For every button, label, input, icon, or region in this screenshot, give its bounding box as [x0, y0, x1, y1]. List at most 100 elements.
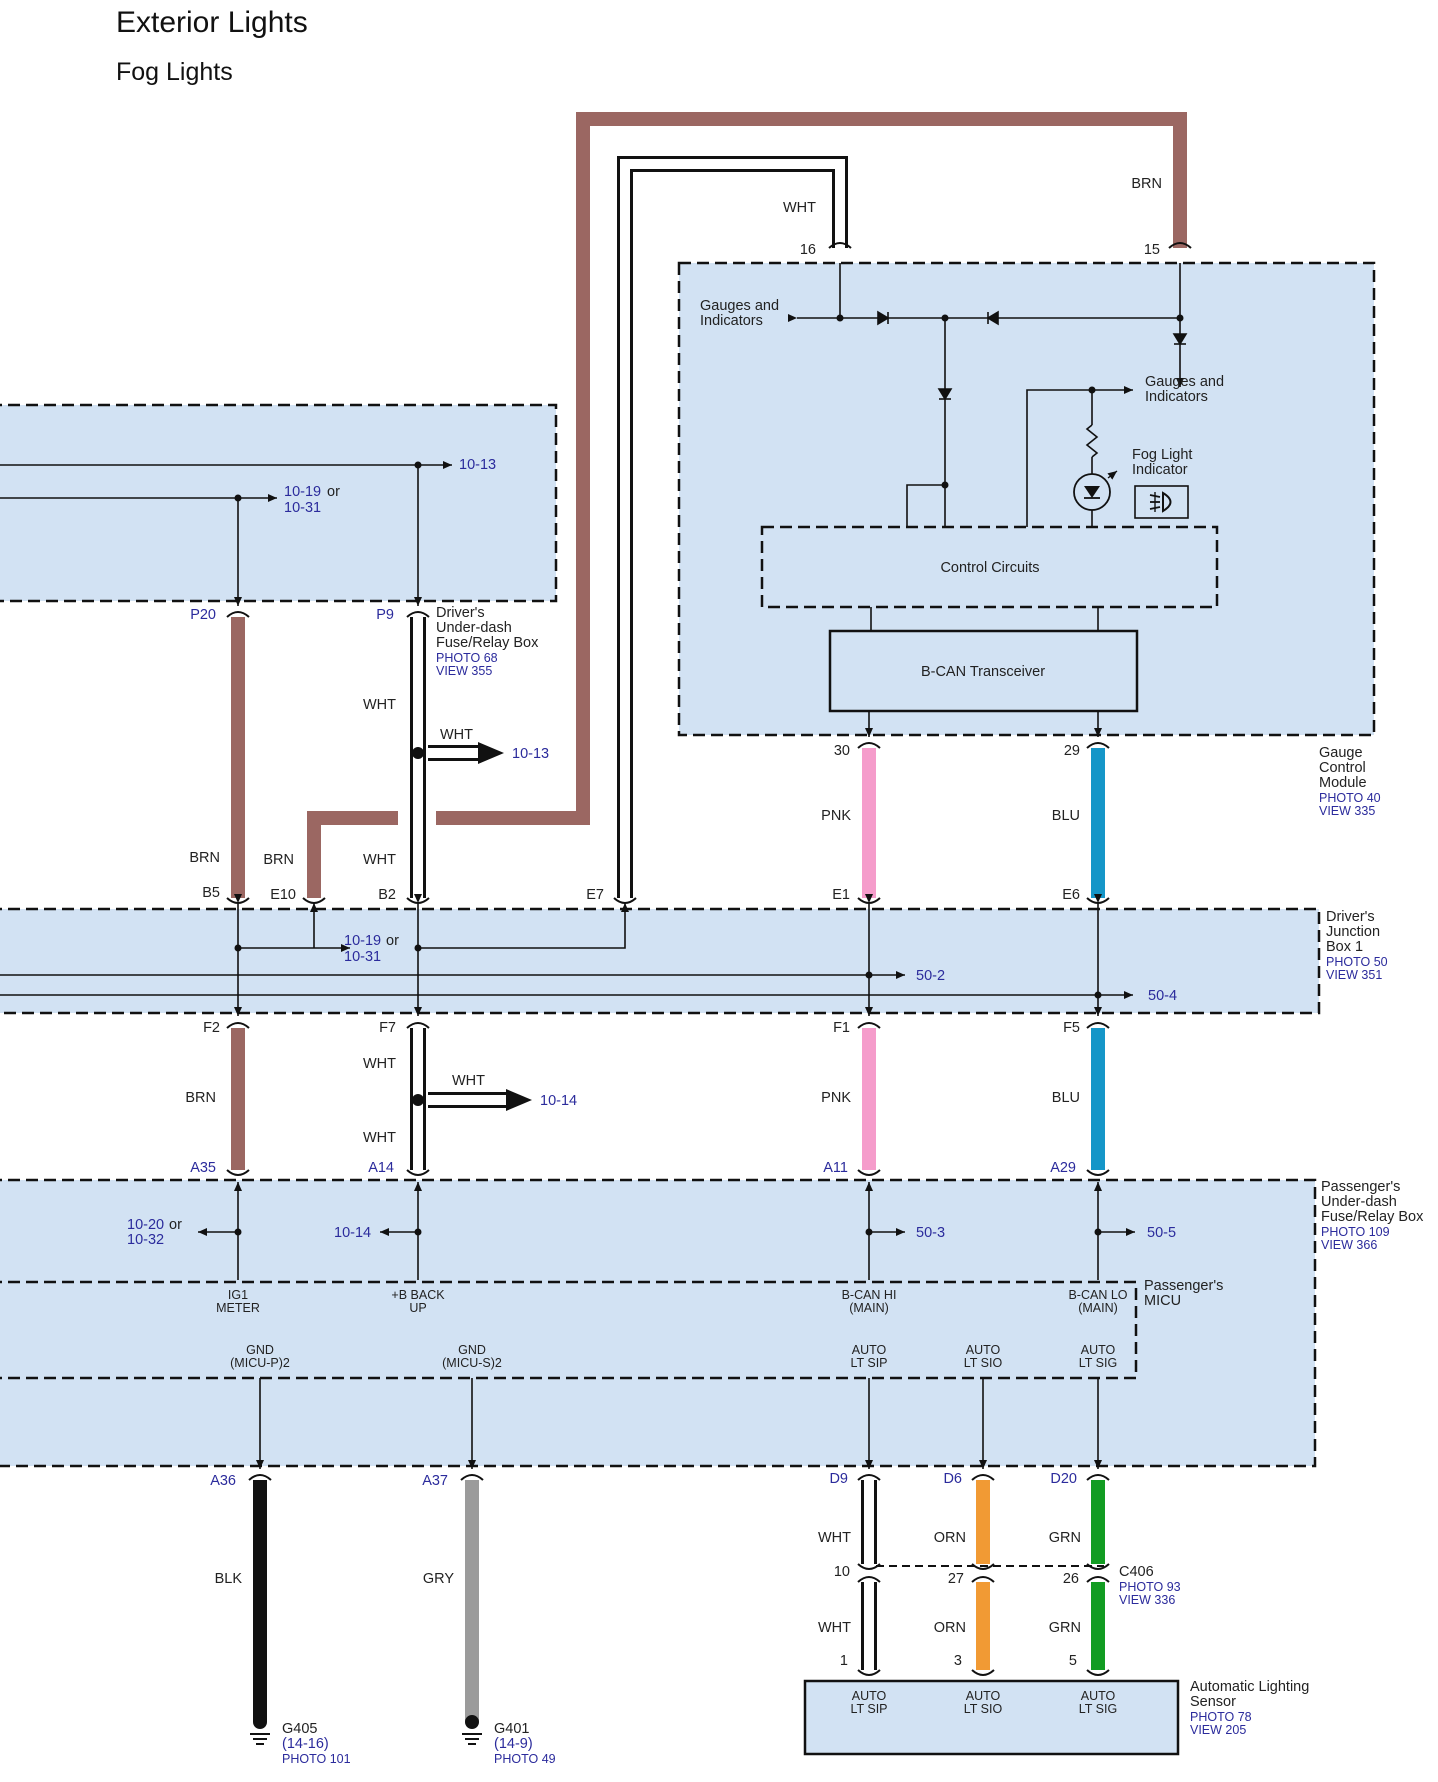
junction-box-name: Junction: [1326, 924, 1380, 940]
sensor-name: Sensor: [1190, 1694, 1236, 1710]
junction-box-photo[interactable]: PHOTO 50: [1326, 955, 1388, 969]
gauge-module-photo[interactable]: PHOTO 40: [1319, 791, 1381, 805]
pin-label: P20: [190, 607, 216, 623]
driver-fuse-view[interactable]: VIEW 355: [436, 664, 492, 678]
wire-wht-p9-b2: [410, 617, 504, 898]
wire-brn-e10-gauge: [307, 112, 1187, 898]
wire-color-label: BLU: [1052, 808, 1080, 824]
passenger-micu-box: [0, 1280, 1138, 1380]
ref-link[interactable]: 10-19: [344, 933, 381, 949]
ref-link[interactable]: 10-13: [459, 457, 496, 473]
c406-view[interactable]: VIEW 336: [1119, 1593, 1175, 1607]
terminal-label: (MAIN): [1078, 1301, 1118, 1315]
sensor-terminal-label: AUTO: [1081, 1689, 1116, 1703]
pass-fuse-view[interactable]: VIEW 366: [1321, 1238, 1377, 1252]
pin-label: 16: [800, 242, 816, 258]
ref-link[interactable]: 50-5: [1147, 1225, 1176, 1241]
ref-link[interactable]: 50-2: [916, 968, 945, 984]
ref-link[interactable]: 10-14: [540, 1093, 577, 1109]
pass-fuse-name: Passenger's: [1321, 1179, 1400, 1195]
wire-color-label: BRN: [263, 852, 294, 868]
pin-label: 30: [834, 743, 850, 759]
wire-color-label: PNK: [821, 1090, 851, 1106]
gauge-module-name: Module: [1319, 775, 1367, 791]
sensor-photo[interactable]: PHOTO 78: [1190, 1710, 1252, 1724]
wire-color-label: WHT: [363, 1130, 396, 1146]
terminal-label: (MAIN): [849, 1301, 889, 1315]
driver-fuse-name: Fuse/Relay Box: [436, 635, 539, 651]
pin-label: E7: [586, 887, 604, 903]
pin-label: F5: [1063, 1020, 1080, 1036]
ground-g405-ref[interactable]: (14-16): [282, 1736, 329, 1752]
terminal-label: AUTO: [966, 1343, 1001, 1357]
pin-label: 15: [1144, 242, 1160, 258]
pin-label: 10: [834, 1564, 850, 1580]
terminal-label: B-CAN LO: [1068, 1288, 1127, 1302]
sensor-terminal-label: LT SIO: [964, 1702, 1003, 1716]
wire-color-label: BRN: [189, 850, 220, 866]
ref-link[interactable]: 10-31: [344, 949, 381, 965]
wire-color-label: PNK: [821, 808, 851, 824]
wire-color-label: WHT: [818, 1620, 851, 1636]
bcan-transceiver-box: [828, 629, 1139, 713]
ground-g401-icon: [462, 1715, 482, 1745]
terminal-label: METER: [216, 1301, 260, 1315]
pin-label: D9: [829, 1471, 848, 1487]
driver-fuse-name: Driver's: [436, 605, 485, 621]
pin-label: A37: [422, 1473, 448, 1489]
terminal-label: +B BACK: [391, 1288, 445, 1302]
pin-label: F2: [203, 1020, 220, 1036]
pass-fuse-name: Under-dash: [1321, 1194, 1397, 1210]
ground-g401-ref[interactable]: (14-9): [494, 1736, 533, 1752]
wire-color-label: GRY: [423, 1571, 454, 1587]
ref-link[interactable]: 10-20: [127, 1217, 164, 1233]
ref-link[interactable]: 10-14: [334, 1225, 371, 1241]
wire-color-label: GRN: [1049, 1620, 1081, 1636]
wire-color-label: BLU: [1052, 1090, 1080, 1106]
pin-label: E1: [832, 887, 850, 903]
pass-fuse-name: Fuse/Relay Box: [1321, 1209, 1424, 1225]
pin-label: D6: [943, 1471, 962, 1487]
ref-link[interactable]: 10-13: [512, 746, 549, 762]
connector-caps: [226, 242, 1192, 1676]
junction-box-name: Box 1: [1326, 939, 1363, 955]
sensor-terminal-label: AUTO: [852, 1689, 887, 1703]
terminal-label: UP: [409, 1301, 426, 1315]
ref-link[interactable]: 50-4: [1148, 988, 1177, 1004]
fog-light-symbol-icon: [1134, 485, 1189, 519]
ref-or: or: [386, 933, 399, 949]
wire-color-label: BLK: [215, 1571, 243, 1587]
ref-link[interactable]: 10-19: [284, 484, 321, 500]
wire-color-label: WHT: [363, 1056, 396, 1072]
wire-color-label: ORN: [934, 1530, 966, 1546]
pin-label: A36: [210, 1473, 236, 1489]
gauge-module-view[interactable]: VIEW 335: [1319, 804, 1375, 818]
junction-box-view[interactable]: VIEW 351: [1326, 968, 1382, 982]
terminal-label: LT SIG: [1079, 1356, 1117, 1370]
ground-g401-photo[interactable]: PHOTO 49: [494, 1752, 556, 1766]
ground-g401-name: G401: [494, 1721, 529, 1737]
c406-photo[interactable]: PHOTO 93: [1119, 1580, 1181, 1594]
ref-link[interactable]: 10-32: [127, 1232, 164, 1248]
gauges-indicators-label: Gauges and: [1145, 374, 1224, 390]
driver-fuse-photo[interactable]: PHOTO 68: [436, 651, 498, 665]
terminal-label: (MICU-P)2: [230, 1356, 290, 1370]
ground-g405-photo[interactable]: PHOTO 101: [282, 1752, 351, 1766]
wire-color-label: WHT: [363, 852, 396, 868]
wire-color-label: BRN: [185, 1090, 216, 1106]
pin-label: A29: [1050, 1160, 1076, 1176]
c406-name: C406: [1119, 1564, 1154, 1580]
pin-label: F7: [379, 1020, 396, 1036]
sensor-view[interactable]: VIEW 205: [1190, 1723, 1246, 1737]
ref-link[interactable]: 10-31: [284, 500, 321, 516]
fog-light-indicator-label: Indicator: [1132, 462, 1188, 478]
ref-link[interactable]: 50-3: [916, 1225, 945, 1241]
terminal-label: IG1: [228, 1288, 248, 1302]
auto-lighting-sensor-box: [803, 1679, 1180, 1756]
pin-label: 3: [954, 1653, 962, 1669]
pin-label: 1: [840, 1653, 848, 1669]
terminal-label: LT SIP: [850, 1356, 887, 1370]
pass-fuse-photo[interactable]: PHOTO 109: [1321, 1225, 1390, 1239]
terminal-label: GND: [246, 1343, 274, 1357]
wire-wht-e7-16: [617, 156, 848, 898]
